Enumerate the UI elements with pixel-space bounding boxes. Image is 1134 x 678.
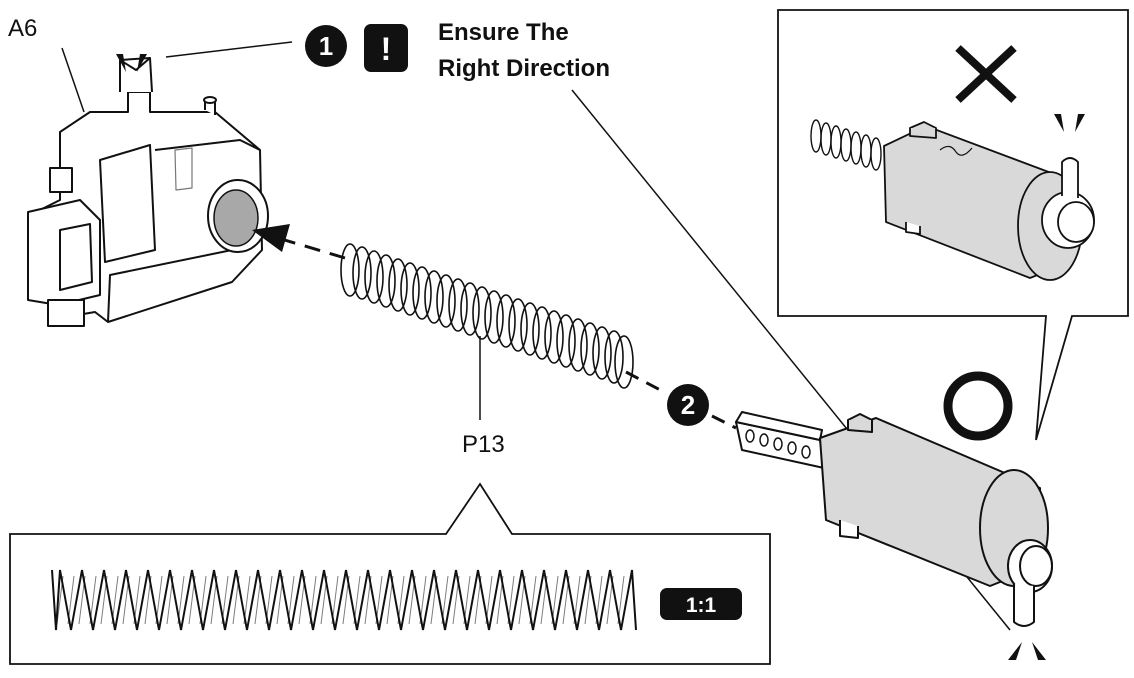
scale-badge-text: 1:1 <box>686 594 717 617</box>
step-2-badge: 2 <box>667 384 709 426</box>
piston-wrong <box>810 119 1095 281</box>
part-label-p13: P13 <box>462 431 505 458</box>
warning-icon: ! <box>364 24 408 72</box>
dash-from-step-2 <box>711 414 737 430</box>
direction-tick-icon <box>1008 642 1046 660</box>
leader-step-1 <box>165 41 293 58</box>
wrong-orientation-callout: ✕ <box>777 9 1129 441</box>
wrong-mark-icon <box>955 45 1017 103</box>
warning-symbol: ! <box>381 31 392 67</box>
dash-to-step-2 <box>625 370 665 394</box>
step-1-badge: 1 <box>305 25 347 67</box>
step-2-number: 2 <box>681 390 695 420</box>
housing-a6 <box>27 57 269 327</box>
spring-actual-size <box>51 569 637 631</box>
spring-back-coils <box>56 575 625 625</box>
insert-arrow <box>252 224 346 260</box>
direction-tick-icon <box>1054 114 1085 132</box>
piston-correct <box>735 411 1053 627</box>
spring-p13 <box>340 243 634 389</box>
step-1-number: 1 <box>319 31 333 61</box>
warning-line-2: Right Direction <box>438 55 610 82</box>
correct-mark-icon <box>943 371 1013 441</box>
direction-tick-icon <box>116 54 147 72</box>
scale-badge: 1:1 <box>660 588 742 620</box>
spring-scale-callout: 1:1 <box>9 482 771 665</box>
warning-line-1: Ensure The <box>438 19 569 46</box>
part-label-a6: A6 <box>8 15 37 42</box>
leader-a6 <box>61 47 85 113</box>
